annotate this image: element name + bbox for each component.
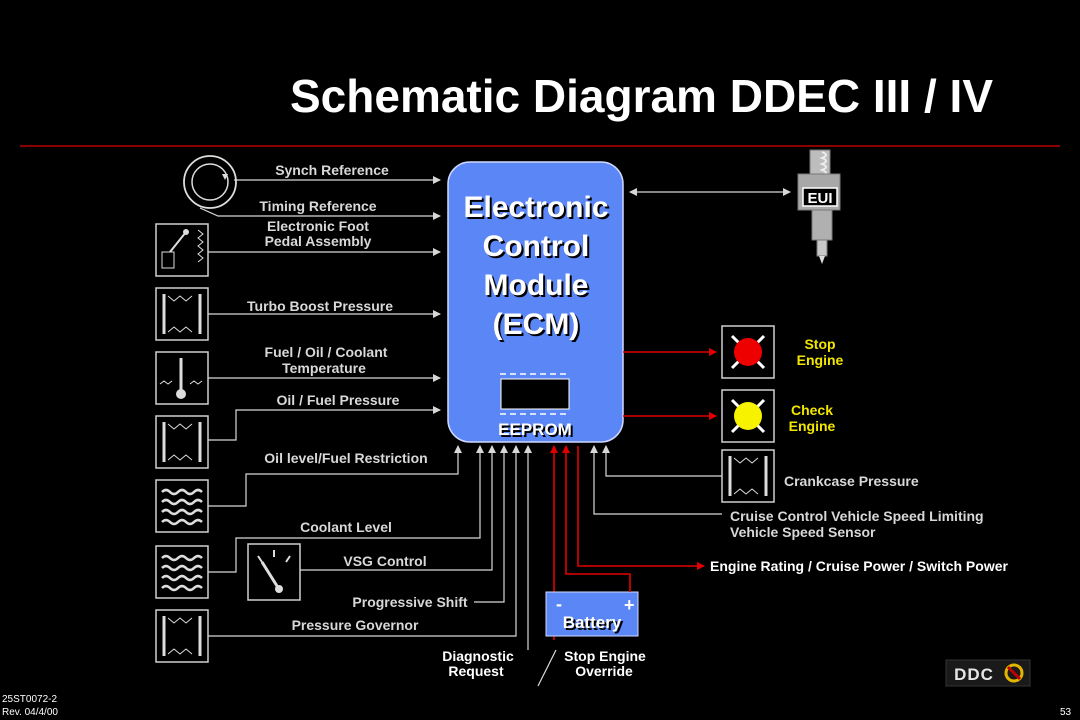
cruise-wire bbox=[590, 445, 722, 515]
check-engine-label-1: Check bbox=[791, 402, 833, 418]
svg-text:Control: Control bbox=[483, 230, 590, 263]
oil-level-sensor-icon bbox=[155, 479, 209, 533]
svg-text:Control: Control bbox=[485, 232, 592, 265]
pressure-governor-wire bbox=[208, 445, 520, 637]
check-engine-lamp-icon[interactable] bbox=[721, 389, 775, 443]
doc-revision: Rev. 04/4/00 bbox=[2, 707, 58, 718]
separator-slash bbox=[537, 649, 557, 687]
ecm-block[interactable]: Electronic Electronic Control Control Mo… bbox=[447, 161, 624, 443]
svg-text:Electronic: Electronic bbox=[463, 191, 608, 224]
pressure-governor-sensor-icon bbox=[155, 609, 209, 663]
svg-text:(ECM): (ECM) bbox=[495, 310, 582, 343]
svg-text:DDC: DDC bbox=[954, 665, 994, 684]
rating-wire bbox=[577, 446, 705, 570]
stop-engine-lamp-icon[interactable] bbox=[721, 325, 775, 379]
eeprom-label-shadow: EEPROM bbox=[500, 422, 574, 441]
battery-minus: - bbox=[556, 594, 562, 614]
ddc-logo: DDC bbox=[945, 659, 1031, 687]
timing-label: Timing Reference bbox=[259, 198, 376, 214]
cruise-label-2: Vehicle Speed Sensor bbox=[730, 524, 876, 540]
pedal-label-1: Electronic Foot bbox=[267, 218, 369, 234]
timing-wire bbox=[199, 207, 441, 220]
ecm-title: Electronic Electronic Control Control Mo… bbox=[463, 191, 610, 343]
crankcase-pressure-sensor-icon bbox=[721, 449, 775, 503]
battery-positive-wire bbox=[562, 445, 631, 592]
rating-label: Engine Rating / Cruise Power / Switch Po… bbox=[710, 558, 1008, 574]
coolant-level-sensor-icon bbox=[155, 545, 209, 599]
oil-level-wire bbox=[208, 445, 462, 507]
crank-wheel-sensor-icon bbox=[183, 155, 237, 209]
oil-level-label: Oil level/Fuel Restriction bbox=[264, 450, 427, 466]
turbo-pressure-sensor-icon bbox=[155, 287, 209, 341]
eui-injector[interactable]: EUI bbox=[797, 149, 841, 264]
svg-text:Module: Module bbox=[486, 271, 591, 304]
temperature-label-2: Temperature bbox=[282, 360, 366, 376]
oil-pressure-sensor-icon bbox=[155, 415, 209, 469]
coolant-label: Coolant Level bbox=[300, 519, 392, 535]
battery-plus: + bbox=[624, 595, 635, 615]
oil-pressure-wire bbox=[208, 406, 441, 441]
svg-text:(ECM): (ECM) bbox=[493, 308, 580, 341]
progressive-shift-label: Progressive Shift bbox=[352, 594, 467, 610]
eeprom-label: EEPROM bbox=[498, 420, 572, 439]
oil-pressure-label: Oil / Fuel Pressure bbox=[277, 392, 400, 408]
battery-block[interactable]: - + Battery Battery bbox=[545, 591, 639, 637]
battery-label-shadow: Battery bbox=[565, 615, 624, 634]
diagnostic-label-1: Diagnostic bbox=[442, 648, 514, 664]
coolant-wire bbox=[208, 445, 484, 573]
crankcase-wire bbox=[602, 445, 722, 477]
vsg-label: VSG Control bbox=[343, 553, 426, 569]
temperature-label-1: Fuel / Oil / Coolant bbox=[265, 344, 388, 360]
eeprom-chip: EEPROM EEPROM bbox=[498, 373, 574, 441]
stop-engine-label-2: Engine bbox=[797, 352, 844, 368]
svg-text:Module: Module bbox=[484, 269, 589, 302]
cruise-label-1: Cruise Control Vehicle Speed Limiting bbox=[730, 508, 984, 524]
temperature-sensor-icon bbox=[155, 351, 209, 405]
stop-override-label-2: Override bbox=[575, 663, 633, 679]
stop-engine-label-1: Stop bbox=[804, 336, 835, 352]
svg-text:Electronic: Electronic bbox=[465, 193, 610, 226]
doc-code: 25ST0072-2 bbox=[2, 694, 57, 705]
battery-label: Battery bbox=[563, 613, 622, 632]
pressure-governor-label: Pressure Governor bbox=[292, 617, 419, 633]
pedal-label-2: Pedal Assembly bbox=[265, 233, 372, 249]
stop-override-label-1: Stop Engine bbox=[564, 648, 646, 664]
progressive-shift-wire bbox=[474, 445, 508, 603]
check-engine-label-2: Engine bbox=[789, 418, 836, 434]
pedal-sensor-icon bbox=[155, 223, 209, 277]
diagnostic-label-2: Request bbox=[448, 663, 504, 679]
page-title: Schematic Diagram DDEC III / IV bbox=[290, 70, 993, 122]
eui-label: EUI bbox=[807, 190, 832, 207]
vsg-wire bbox=[300, 445, 496, 571]
synch-label: Synch Reference bbox=[275, 162, 389, 178]
vsg-gauge-icon bbox=[247, 543, 301, 601]
crankcase-label: Crankcase Pressure bbox=[784, 473, 919, 489]
turbo-label: Turbo Boost Pressure bbox=[247, 298, 393, 314]
page-number: 53 bbox=[1060, 707, 1072, 718]
